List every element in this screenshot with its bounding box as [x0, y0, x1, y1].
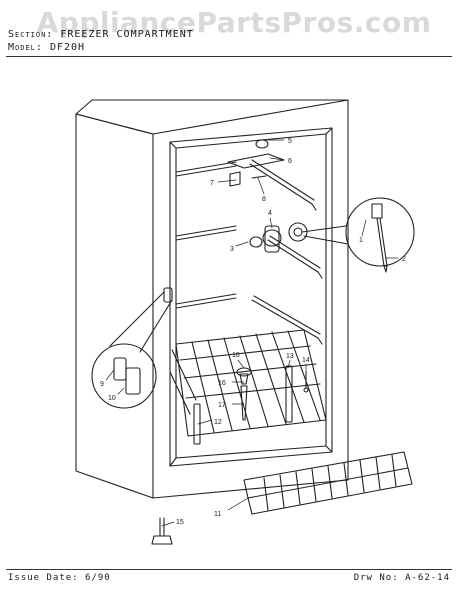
callout-10: 10 [108, 395, 116, 402]
floor-basket [169, 329, 327, 437]
shelf-rails [175, 159, 323, 345]
cabinet-shell [75, 99, 349, 499]
callout-18: 18 [232, 352, 240, 359]
drawing-number: Drw No: A-62-14 [353, 573, 450, 583]
callout-14: 14 [302, 357, 310, 364]
callout-9: 9 [100, 381, 104, 388]
base-grille [243, 451, 413, 515]
callout-labels: 1 2 3 4 5 6 7 8 9 10 11 12 13 14 15 16 1… [100, 138, 406, 526]
section-line: Section: FREEZER COMPARTMENT [8, 29, 194, 40]
header-rule [6, 56, 452, 57]
drain-assembly [236, 367, 252, 421]
model-line: Model: DF20H [8, 42, 85, 53]
footer-rule [6, 569, 452, 570]
detail-inset-right [301, 197, 415, 273]
issue-date: Issue Date: 6/90 [8, 573, 111, 583]
section-value: FREEZER COMPARTMENT [60, 29, 194, 40]
section-label: Section: [8, 29, 54, 40]
watermark: AppliancePartsPros.com [36, 6, 432, 39]
callout-3: 3 [230, 246, 234, 253]
side-rails [193, 365, 309, 445]
detail-inset-left [91, 287, 173, 409]
callout-12: 12 [214, 419, 222, 426]
callout-4: 4 [268, 210, 272, 217]
leader-lines [105, 139, 399, 527]
callout-8: 8 [262, 196, 266, 203]
callout-5: 5 [288, 138, 292, 145]
callout-15: 15 [176, 519, 184, 526]
callout-16: 16 [218, 380, 226, 387]
callout-7: 7 [210, 180, 214, 187]
callout-17: 17 [218, 402, 226, 409]
callout-11: 11 [214, 511, 221, 518]
callout-2: 2 [402, 256, 406, 263]
callout-6: 6 [288, 158, 292, 165]
callout-1: 1 [359, 237, 363, 244]
callout-13: 13 [286, 353, 294, 360]
model-value: DF20H [49, 42, 86, 53]
model-label: Model: [8, 42, 43, 53]
leveling-leg [151, 517, 173, 545]
control-assembly [249, 222, 308, 253]
